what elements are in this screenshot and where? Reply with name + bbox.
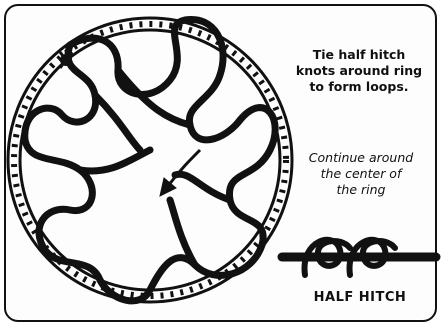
continue-line-3: the ring xyxy=(286,182,436,198)
continue-instruction-text: Continue around the center of the ring xyxy=(286,150,436,198)
tie-line-2: knots around ring xyxy=(284,63,434,79)
continue-line-1: Continue around xyxy=(286,150,436,166)
tie-instruction-text: Tie half hitch knots around ring to form… xyxy=(284,47,434,95)
start-knot xyxy=(60,52,72,68)
tie-line-1: Tie half hitch xyxy=(284,47,434,63)
tie-line-3: to form loops. xyxy=(284,79,434,95)
half-hitch-label: HALF HITCH xyxy=(290,290,430,305)
direction-arrow xyxy=(160,150,200,196)
half-hitch-knot xyxy=(282,240,436,275)
continue-line-2: the center of xyxy=(286,166,436,182)
